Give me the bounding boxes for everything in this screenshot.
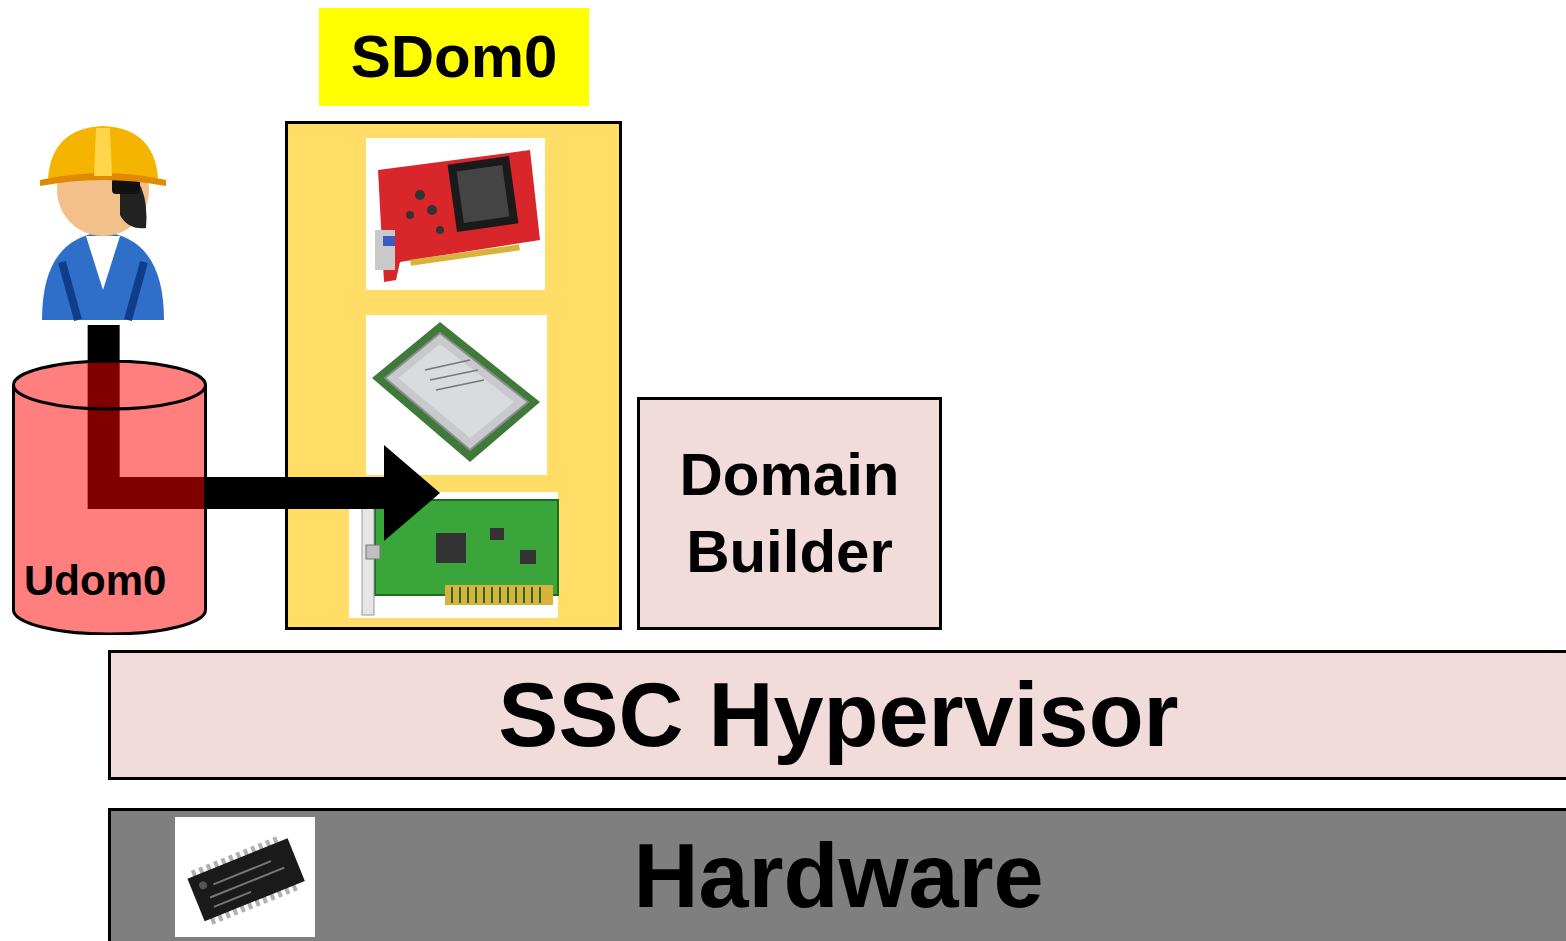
domain-label: Udom0 xyxy=(24,557,166,605)
sdom0-fill xyxy=(286,122,621,629)
tpm-chip xyxy=(175,817,315,937)
layer-label: Hardware xyxy=(633,827,1043,926)
builder-box: Domain Builder xyxy=(637,397,942,630)
domain-box: SDom0 xyxy=(285,121,622,630)
user-icon xyxy=(40,126,166,320)
network-card xyxy=(349,492,558,618)
hardware-band: Hardware xyxy=(108,808,1566,941)
box-label: Domain Builder xyxy=(650,437,929,589)
storage-cylinder: Udom0 xyxy=(12,360,207,635)
layer-label: SSC Hypervisor xyxy=(498,666,1178,765)
cpu-chip xyxy=(366,315,547,475)
graphics-card xyxy=(366,138,545,290)
domain-heading: SDom0 xyxy=(319,8,589,106)
hypervisor-band: SSC Hypervisor xyxy=(108,650,1566,780)
